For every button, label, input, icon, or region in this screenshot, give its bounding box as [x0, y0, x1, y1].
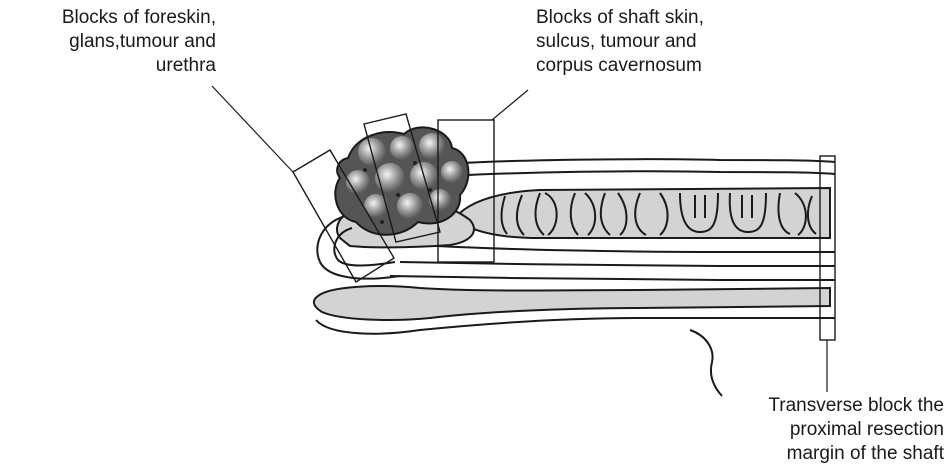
corpus-spongiosum	[314, 286, 830, 320]
transverse-block	[820, 156, 835, 340]
leader-line-foreskin	[212, 86, 293, 172]
scrotal-skin	[690, 330, 722, 396]
corpus-cavernosum	[455, 188, 830, 238]
leader-line-shaft	[492, 90, 528, 120]
shaft-outer-skin	[462, 159, 835, 163]
shaft-inner-skin	[450, 171, 835, 176]
urethra-lower-line	[390, 276, 835, 280]
tumour	[335, 127, 468, 234]
tunica-line	[420, 245, 835, 252]
